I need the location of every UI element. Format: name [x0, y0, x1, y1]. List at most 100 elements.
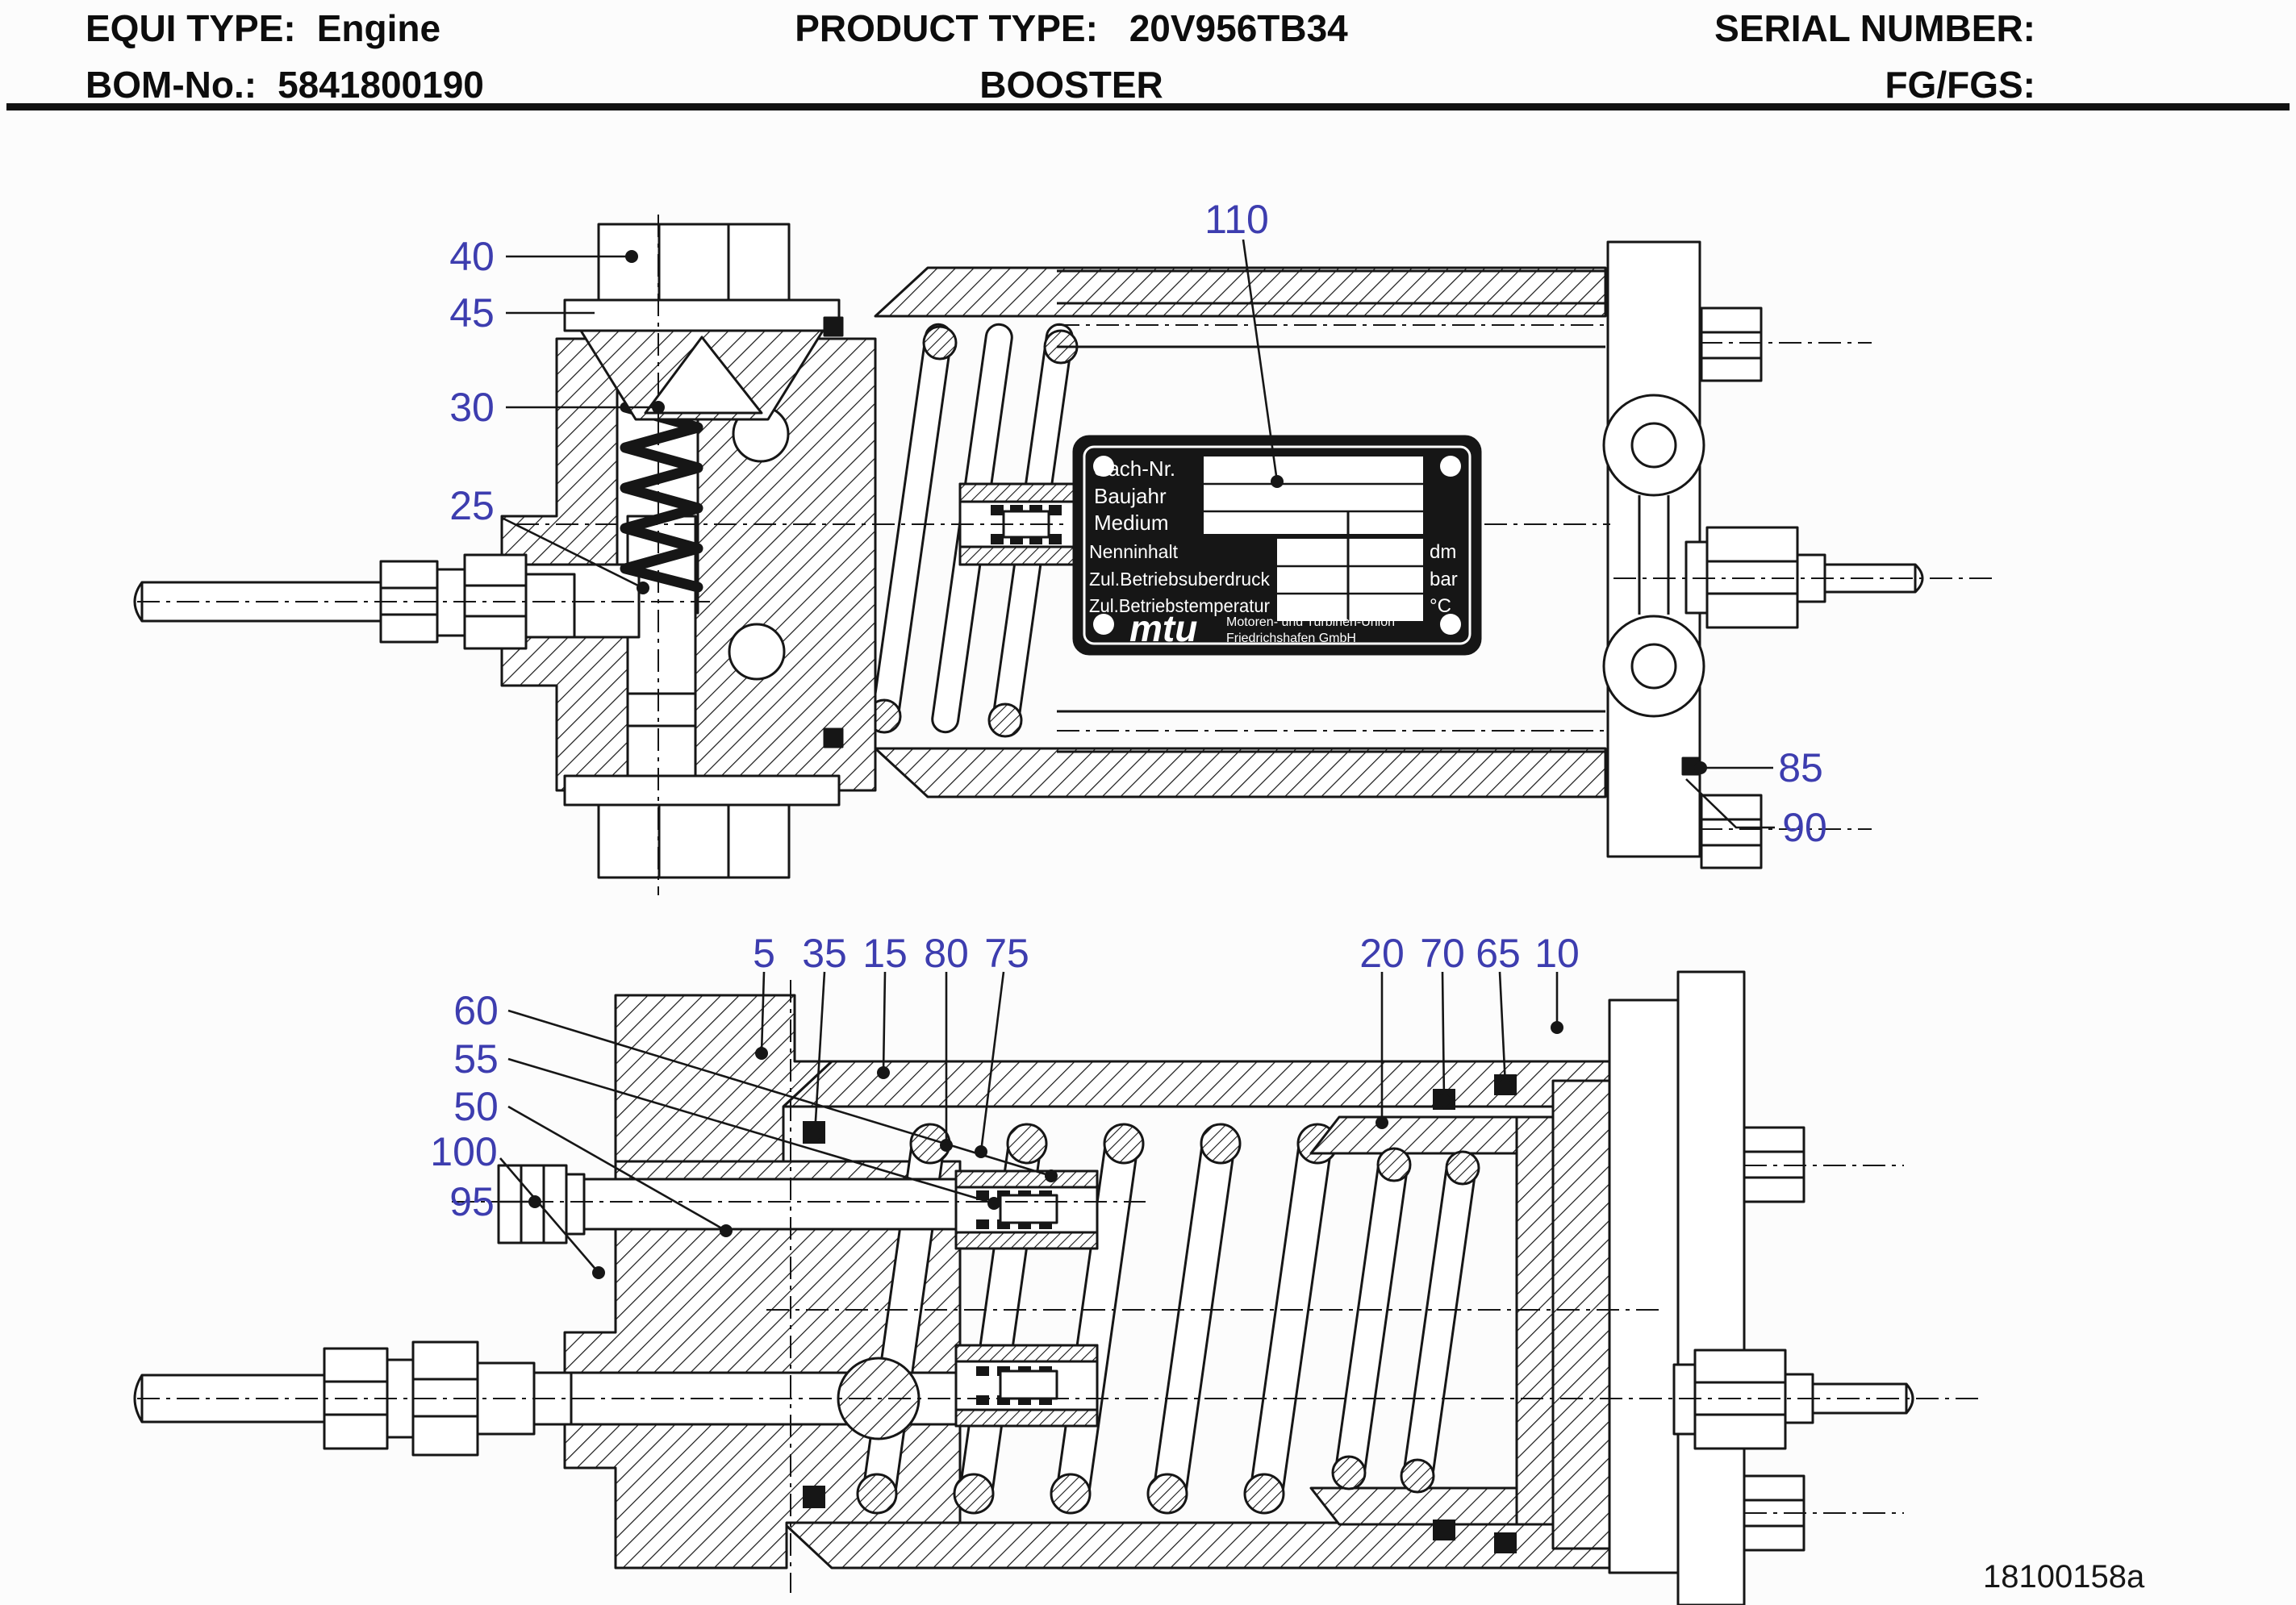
check-valve-upper: [954, 1169, 1099, 1250]
nameplate-label: Medium: [1094, 511, 1168, 535]
callout-label-60: 60: [453, 988, 499, 1033]
callout-dot-40: [625, 250, 638, 263]
product-type: PRODUCT TYPE: 20V956TB34: [0, 6, 2219, 50]
callout-dot-15: [877, 1066, 890, 1079]
callout-70: 70: [1420, 931, 1465, 1107]
seal-rings: [803, 1074, 1517, 1553]
callout-dot-55: [987, 1197, 1000, 1210]
callout-dot-85: [1694, 761, 1707, 774]
callout-label-50: 50: [453, 1084, 499, 1129]
nameplate-brand-line1: Motoren- und Turbinen-Union: [1226, 615, 1395, 629]
callout-dot-5: [755, 1047, 768, 1060]
bom-no: BOM-No.: 5841800190: [86, 63, 484, 106]
nameplate-label: Zul.Betriebstemperatur: [1089, 595, 1270, 616]
callout-label-90: 90: [1782, 805, 1827, 850]
mtu-logo: mtu: [1129, 607, 1197, 649]
callout-label-110: 110: [1204, 197, 1269, 242]
equi-type-value: Engine: [316, 7, 441, 49]
callout-dot-35: [808, 1128, 821, 1140]
nameplate-unit: bar: [1430, 569, 1458, 590]
callout-10: 10: [1534, 931, 1580, 1034]
spring-cup: [1309, 1115, 1555, 1526]
callout-20: 20: [1359, 931, 1405, 1129]
serial-number-label: SERIAL NUMBER:: [1714, 7, 2035, 49]
callout-95: 95: [449, 1179, 541, 1224]
callout-label-25: 25: [449, 483, 495, 528]
callout-80: 80: [924, 931, 969, 1152]
callout-label-75: 75: [984, 931, 1029, 976]
callout-label-5: 5: [753, 931, 775, 976]
callout-40: 40: [449, 234, 638, 279]
callout-label-70: 70: [1420, 931, 1465, 976]
callout-label-40: 40: [449, 234, 495, 279]
callout-label-45: 45: [449, 290, 495, 336]
nameplate-label: Nenninhalt: [1089, 541, 1179, 562]
product-name: BOOSTER: [979, 64, 1163, 106]
right-flange-bottom: [1608, 970, 1914, 1605]
callout-dot-95: [528, 1195, 541, 1208]
callout-dot-20: [1376, 1116, 1388, 1129]
centerlines-bottom: [137, 980, 1985, 1593]
callout-dot-30: [652, 401, 665, 414]
equi-type-label: EQUI TYPE:: [86, 7, 296, 49]
adjusting-screw: [563, 223, 841, 421]
callout-label-55: 55: [453, 1036, 499, 1082]
callout-dot-110: [1271, 475, 1284, 488]
callout-label-15: 15: [862, 931, 908, 976]
callout-label-100: 100: [430, 1129, 497, 1174]
callout-25: 25: [449, 483, 649, 594]
nameplate-unit: dm: [1430, 541, 1456, 563]
callout-45: 45: [449, 290, 595, 336]
callout-dot-100: [592, 1266, 605, 1279]
bom-value: 5841800190: [278, 64, 484, 106]
callout-65: 65: [1476, 931, 1521, 1092]
nameplate-label: Zul.Betriebsuberdruck: [1089, 569, 1270, 590]
check-valve-lower: [954, 1344, 1099, 1428]
callout-dot-25: [637, 582, 649, 594]
callout-30: 30: [449, 385, 665, 430]
callout-50: 50: [453, 1084, 733, 1237]
callout-110: 110: [1204, 197, 1284, 488]
callout-5: 5: [753, 931, 775, 1060]
equi-type: EQUI TYPE: Engine: [86, 6, 440, 50]
callout-dot-65: [1499, 1079, 1512, 1092]
callout-label-80: 80: [924, 931, 969, 976]
callout-label-65: 65: [1476, 931, 1521, 976]
callout-label-30: 30: [449, 385, 495, 430]
callout-label-85: 85: [1778, 745, 1823, 790]
callout-15: 15: [862, 931, 908, 1079]
fg-fgs-label: FG/FGS:: [1885, 64, 2035, 106]
product-type-label: PRODUCT TYPE:: [795, 7, 1098, 49]
header-rule: [6, 103, 2290, 110]
callout-55: 55: [453, 1036, 1000, 1210]
top-view: [133, 223, 1924, 879]
callout-dot-50: [720, 1224, 733, 1237]
centerlines-top: [137, 215, 1993, 895]
product-type-value: 20V956TB34: [1129, 7, 1348, 49]
drawing-number: 18100158a: [1983, 1559, 2145, 1595]
end-cap-block: [614, 994, 833, 1163]
callout-35: 35: [802, 931, 847, 1140]
right-flange-top: [1602, 240, 1924, 869]
piston-retainer: [1551, 1079, 1611, 1550]
check-valve-cartridge-top: [958, 482, 1091, 566]
callout-85: 85: [1694, 745, 1823, 790]
callout-label-10: 10: [1534, 931, 1580, 976]
callout-100: 100: [430, 1129, 605, 1279]
nameplate-brand-line2: Friedrichshafen GmbH: [1226, 632, 1356, 645]
bom-label: BOM-No.:: [86, 64, 257, 106]
nameplate-unit: °C: [1430, 595, 1451, 617]
callout-dot-10: [1551, 1021, 1563, 1034]
callout-label-20: 20: [1359, 931, 1405, 976]
hex-plug-95: [497, 1164, 586, 1244]
nameplate-label: Baujahr: [1094, 484, 1167, 508]
nameplate-label: Sach-Nr.: [1094, 456, 1175, 481]
callout-label-95: 95: [449, 1179, 495, 1224]
callout-dot-60: [1045, 1169, 1058, 1182]
piston-rod-lower: [1057, 710, 1605, 753]
